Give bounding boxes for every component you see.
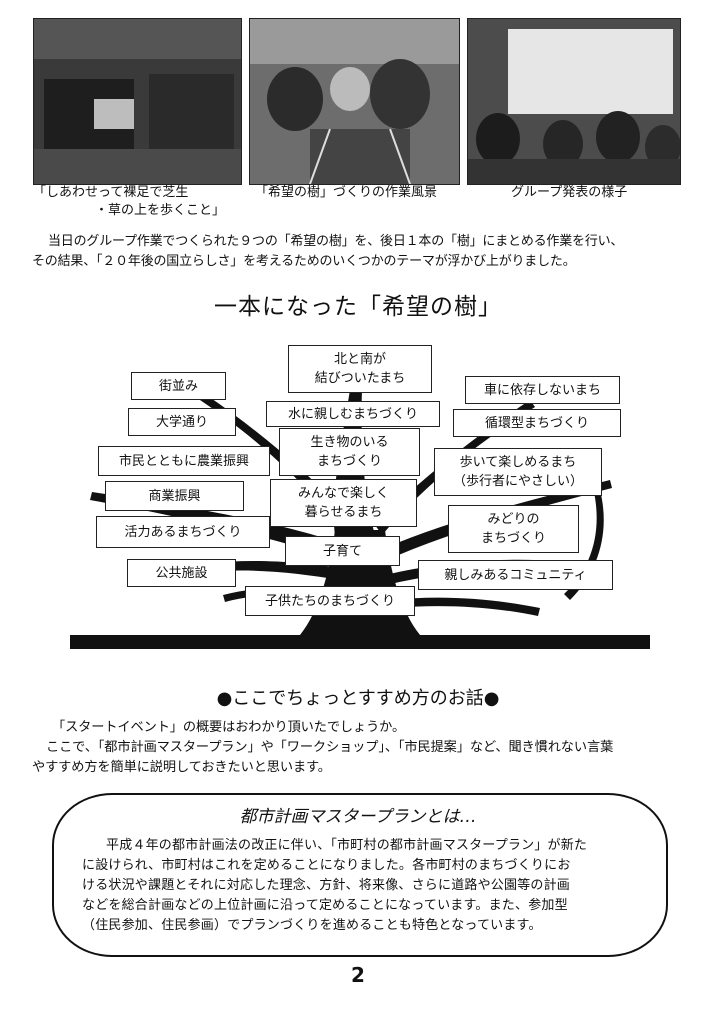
- panel-line-2: に設けられ、市町村はこれを定めることになりました。各市町村のまちづくりにお: [82, 858, 571, 873]
- tree-theme-recycling: 循環型まちづくり: [453, 409, 621, 437]
- tree-theme-north-south: 北と南が 結びついたまち: [288, 345, 432, 393]
- tree-theme-community: 親しみあるコミュニティ: [418, 560, 613, 590]
- panel-title: 都市計画マスタープランとは…: [239, 807, 477, 827]
- section-heading: ●ここでちょっとすすめ方のお話●: [216, 688, 500, 709]
- tree-theme-vitality: 活力あるまちづくり: [96, 516, 270, 548]
- photo-tree-workshop: [249, 18, 460, 185]
- section-line-3: やすすめ方を簡単に説明しておきたいと思います。: [32, 760, 331, 775]
- tree-theme-agriculture: 市民とともに農業振興: [98, 446, 270, 476]
- tree-theme-commerce: 商業振興: [105, 481, 244, 511]
- tree-theme-child-rearing: 子育て: [285, 536, 400, 566]
- tree-theme-greenery: みどりの まちづくり: [448, 505, 579, 553]
- tree-theme-enjoyable-living: みんなで楽しく 暮らせるまち: [270, 479, 417, 527]
- tree-title: 一本になった「希望の樹」: [214, 294, 502, 320]
- photo-caption-barefoot-line1: 「しあわせって裸足で芝生: [33, 185, 189, 200]
- intro-line-1: 当日のグループ作業でつくられた９つの「希望の樹」を、後日１本の「樹」にまとめる作…: [48, 234, 624, 249]
- intro-line-2: その結果、「２０年後の国立らしさ」を考えるためのいくつかのテーマが浮かび上がりま…: [32, 254, 576, 269]
- photo-caption-barefoot-line2: ・草の上を歩くこと」: [95, 203, 226, 218]
- panel-line-3: ける状況や課題とそれに対応した理念、方針、将来像、さらに道路や公園等の計画: [82, 878, 571, 893]
- photo-caption-workshop: 「希望の樹」づくりの作業風景: [255, 185, 438, 200]
- definition-panel: [52, 793, 668, 957]
- page-number: 2: [351, 963, 365, 987]
- tree-theme-streetscape: 街並み: [131, 372, 226, 400]
- tree-theme-children: 子供たちのまちづくり: [245, 586, 415, 616]
- tree-theme-water: 水に親しむまちづくり: [266, 401, 440, 427]
- panel-line-1: 平成４年の都市計画法の改正に伴い、「市町村の都市計画マスタープラン」が新た: [106, 838, 588, 853]
- tree-theme-public-facilities: 公共施設: [127, 559, 236, 587]
- section-line-2: ここで、「都市計画マスタープラン」や「ワークショップ」、「市民提案」など、聞き慣…: [46, 740, 614, 755]
- tree-theme-living-things: 生き物のいる まちづくり: [279, 428, 420, 476]
- tree-theme-university-street: 大学通り: [128, 408, 236, 436]
- panel-line-5: （住民参加、住民参画）でプランづくりを進めることも特色となっています。: [82, 918, 542, 933]
- section-line-1: 「スタートイベント」の概要はおわかり頂いたでしょうか。: [52, 720, 406, 735]
- photo-barefoot-lawn: [33, 18, 242, 185]
- panel-line-4: などを総合計画などの上位計画に沿って定めることになっています。また、参加型: [82, 898, 568, 913]
- tree-theme-walkable: 歩いて楽しめるまち （歩行者にやさしい）: [434, 448, 602, 496]
- photo-group-presentation: [467, 18, 681, 185]
- photo-caption-presentation: グループ発表の様子: [511, 185, 628, 200]
- tree-theme-car-free: 車に依存しないまち: [465, 376, 620, 404]
